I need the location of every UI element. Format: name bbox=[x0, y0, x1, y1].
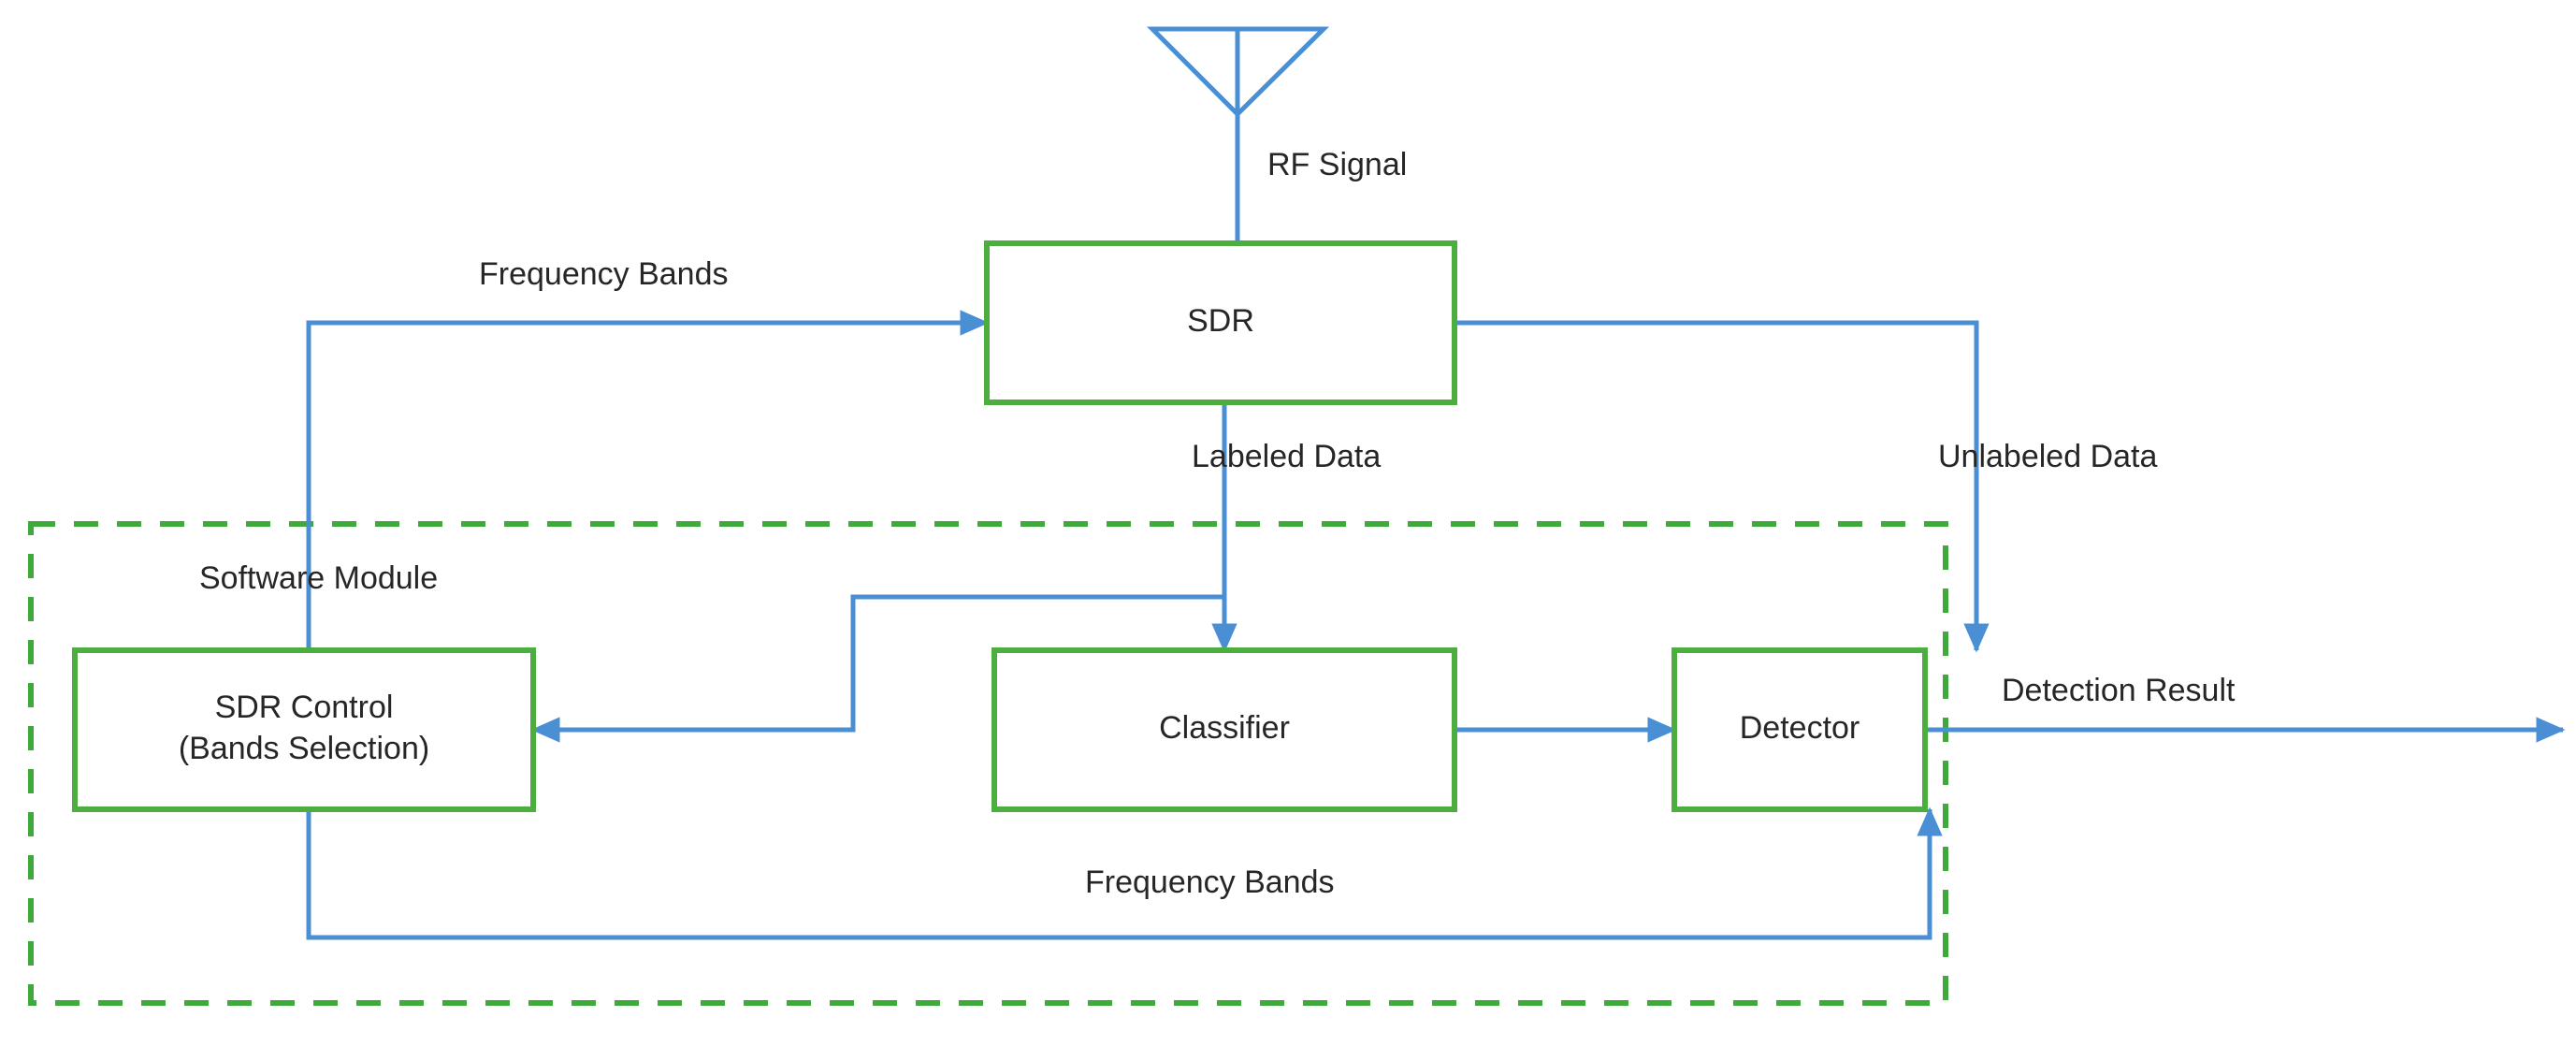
connector-unlabeled-data bbox=[1454, 320, 1990, 653]
label-layer: SDR SDR Control(Bands Selection) Classifie… bbox=[179, 147, 2236, 900]
edge-label-frequency-bands-top: Frequency Bands bbox=[479, 256, 729, 292]
node-classifier[interactable] bbox=[991, 647, 1457, 812]
connector-classifier-to-sdr-control bbox=[530, 594, 1224, 743]
edge-label-rf-signal: RF Signal bbox=[1267, 147, 1407, 182]
connector-frequency-bands-top bbox=[306, 310, 990, 650]
connector-frequency-bands-bottom bbox=[306, 806, 1943, 940]
edge-label-unlabeled-data: Unlabeled Data bbox=[1938, 439, 2157, 474]
edge-label-labeled-data: Labeled Data bbox=[1192, 439, 1381, 474]
node-label-detector: Detector bbox=[1740, 710, 1860, 746]
node-label-sdr: SDR bbox=[1187, 303, 1254, 339]
node-detector[interactable] bbox=[1672, 647, 1928, 812]
node-sdr_control[interactable] bbox=[72, 647, 536, 812]
software-module-boundary bbox=[28, 521, 1948, 1006]
node-sdr[interactable] bbox=[984, 240, 1457, 405]
node-layer bbox=[72, 240, 1928, 812]
edge-label-frequency-bands-bottom: Frequency Bands bbox=[1085, 864, 1335, 900]
node-label-classifier: Classifier bbox=[1159, 710, 1290, 746]
connector-layer bbox=[306, 114, 2566, 940]
node-label-sdr_control: SDR Control(Bands Selection) bbox=[179, 690, 429, 766]
software-module-label: Software Module bbox=[199, 560, 438, 596]
edge-label-detection-result: Detection Result bbox=[2002, 673, 2236, 708]
software-module-group bbox=[28, 521, 1948, 1006]
antenna-icon bbox=[1146, 26, 1330, 118]
